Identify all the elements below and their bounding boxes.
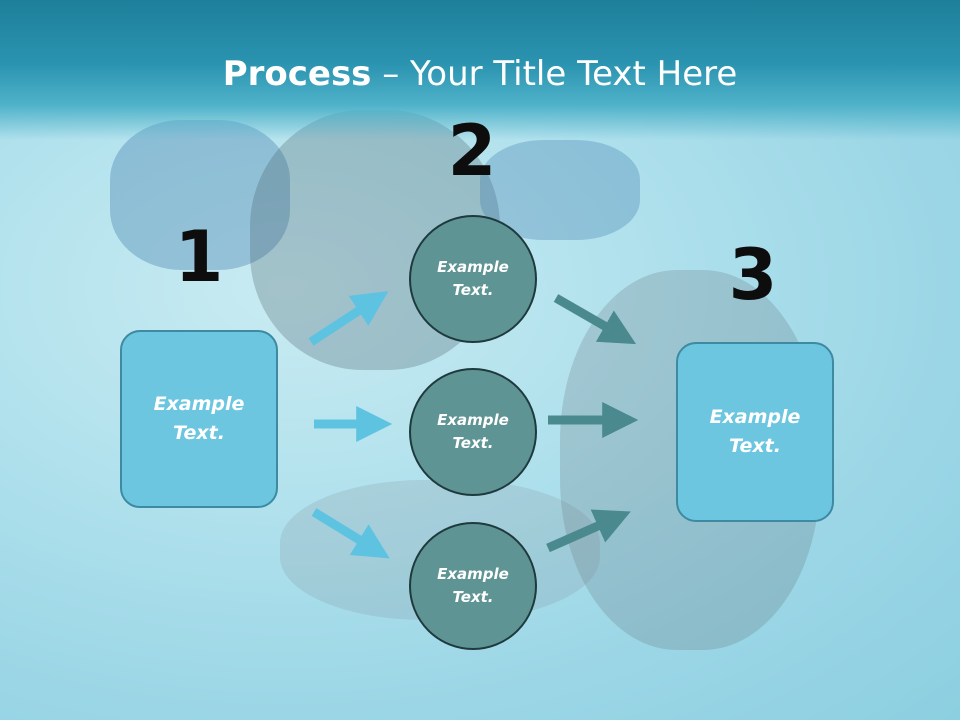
step-1-box: Example Text. bbox=[120, 330, 278, 508]
arrow-bottom-to-3 bbox=[546, 509, 631, 553]
circle-middle: Example Text. bbox=[409, 368, 537, 496]
step-number-2: 2 bbox=[447, 110, 497, 192]
circle-top-text: Example Text. bbox=[437, 258, 509, 299]
step-3-box: Example Text. bbox=[676, 342, 834, 522]
step-number-3: 3 bbox=[728, 234, 778, 316]
arrow-1-to-top bbox=[308, 291, 389, 346]
header-band bbox=[0, 0, 960, 140]
arrow-top-to-3 bbox=[553, 294, 637, 345]
circle-top: Example Text. bbox=[409, 215, 537, 343]
circle-bottom-text: Example Text. bbox=[437, 565, 509, 606]
arrow-1-to-bottom bbox=[311, 508, 390, 559]
step-1-text: Example Text. bbox=[153, 393, 245, 444]
circle-middle-text: Example Text. bbox=[437, 411, 509, 452]
step-3-text: Example Text. bbox=[709, 406, 801, 457]
circle-bottom: Example Text. bbox=[409, 522, 537, 650]
slide-title: Process – Your Title Text Here bbox=[0, 52, 960, 96]
title-bold: Process bbox=[222, 54, 372, 94]
step-number-1: 1 bbox=[174, 216, 224, 298]
title-rest: – Your Title Text Here bbox=[371, 54, 738, 94]
